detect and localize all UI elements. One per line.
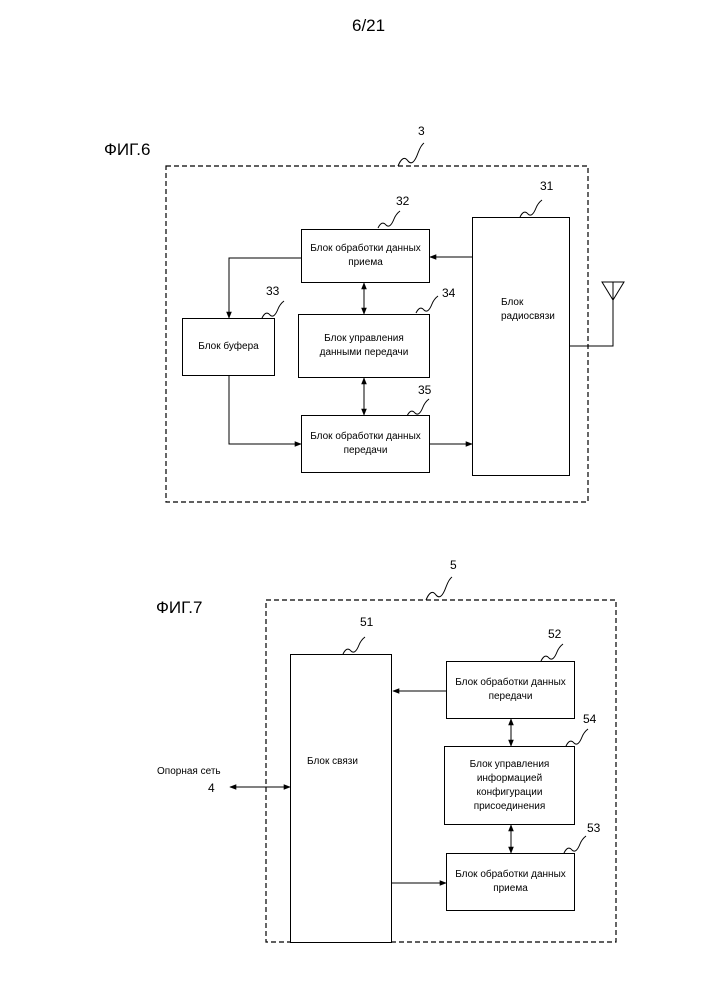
antenna-line <box>570 282 613 346</box>
fig6-radio-label: Блок радиосвязи <box>501 296 555 324</box>
fig7-comm-label: Блок связи <box>307 755 358 769</box>
fig6-rx-ref: 32 <box>396 194 409 208</box>
page-number: 6/21 <box>352 16 385 36</box>
fig6-title: ФИГ.6 <box>104 140 150 160</box>
fig6-ref: 3 <box>418 124 425 138</box>
fig7-rx-label: Блок обработки данных приема <box>455 868 566 896</box>
fig6-tx-block: Блок обработки данных передачи <box>301 415 430 473</box>
fig7-ref: 5 <box>450 558 457 572</box>
fig6-radio-block: Блок радиосвязи <box>472 217 570 476</box>
fig6-radio-ref: 31 <box>540 179 553 193</box>
fig7-tx-ref: 52 <box>548 627 561 641</box>
fig7-title: ФИГ.7 <box>156 598 202 618</box>
fig7-conf-block: Блок управления информацией конфигурации… <box>444 746 575 825</box>
fig7-leader <box>426 577 452 600</box>
fig6-ctrl-label: Блок управления данными передачи <box>320 332 409 360</box>
fig6-ctrl-block: Блок управления данными передачи <box>298 314 430 378</box>
fig6-leader <box>398 143 424 166</box>
fig7-rx-block: Блок обработки данных приема <box>446 853 575 911</box>
fig6-rx-label: Блок обработки данных приема <box>310 242 421 270</box>
fig6-tx-ref: 35 <box>418 383 431 397</box>
fig6-tx-label: Блок обработки данных передачи <box>310 430 421 458</box>
fig6-buffer-block: Блок буфера <box>182 318 275 376</box>
fig6-buffer-label: Блок буфера <box>198 340 258 354</box>
fig7-comm-ref: 51 <box>360 615 373 629</box>
fig7-conf-ref: 54 <box>583 712 596 726</box>
fig7-tx-block: Блок обработки данных передачи <box>446 661 575 719</box>
core-network-ref: 4 <box>208 781 215 795</box>
fig7-comm-block: Блок связи <box>290 654 392 943</box>
fig7-conf-label: Блок управления информацией конфигурации… <box>470 758 550 814</box>
fig7-tx-label: Блок обработки данных передачи <box>455 676 566 704</box>
fig6-buffer-ref: 33 <box>266 284 279 298</box>
fig6-rx-block: Блок обработки данных приема <box>301 229 430 283</box>
fig7-rx-ref: 53 <box>587 821 600 835</box>
fig6-ctrl-ref: 34 <box>442 286 455 300</box>
core-network-label: Опорная сеть <box>157 765 221 779</box>
